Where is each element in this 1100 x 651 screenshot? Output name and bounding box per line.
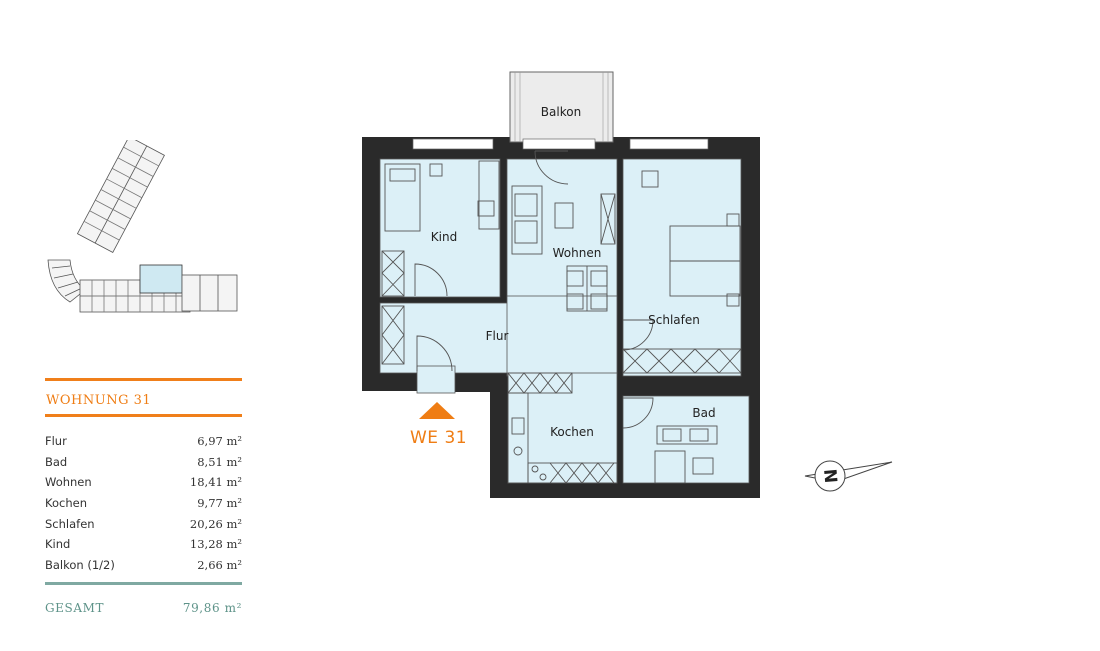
room-row: Kochen 9,77 m² [45,493,242,514]
room-name: Bad [45,454,68,469]
legend-top-rule [45,378,242,381]
room-flur-extension [506,295,618,377]
label-wohnen: Wohnen [553,246,602,260]
room-area: 2,66 m² [197,558,242,573]
building-site-plan [47,140,238,313]
room-row: Balkon (1/2) 2,66 m² [45,555,242,576]
room-name: Balkon (1/2) [45,558,115,573]
room-bad [622,395,750,484]
room-name: Schlafen [45,516,95,531]
room-row: Wohnen 18,41 m² [45,472,242,493]
entry-label: WE 31 [410,428,468,448]
room-schlafen [622,158,742,377]
total-label: GESAMT [45,600,105,615]
room-name: Kochen [45,496,87,511]
windows [412,138,709,150]
room-area: 6,97 m² [197,434,242,448]
label-kind: Kind [431,230,457,244]
room-fills [379,158,750,484]
room-area: 9,77 m² [197,496,242,511]
room-row: Bad 8,51 m² [45,452,242,473]
balcony [509,71,614,143]
room-row: Flur 6,97 m² [45,431,242,452]
total-row: GESAMT 79,86 m² [45,585,242,615]
label-kochen: Kochen [550,425,594,439]
label-flur: Flur [486,329,509,343]
apartment-title: WOHNUNG 31 [46,393,152,408]
room-row: Kind 13,28 m² [45,534,242,555]
label-bad: Bad [692,406,715,420]
room-area-list: Flur 6,97 m² Bad 8,51 m² Wohnen 18,41 m² Ko… [45,417,242,582]
room-area: 8,51 m² [197,454,242,469]
north-compass-icon: N [804,460,893,492]
room-name: Wohnen [45,475,92,490]
label-schlafen: Schlafen [648,313,700,327]
room-area: 13,28 m² [189,537,242,552]
room-name: Kind [45,537,71,552]
room-area: 18,41 m² [189,475,242,490]
furniture [381,150,742,484]
entry-door-area [416,365,456,394]
room-wohnen [506,158,618,315]
floor-plan: Balkon Kind Wohnen Flur Schlafen Kochen … [362,71,760,498]
room-row: Schlafen 20,26 m² [45,514,242,535]
legend-title-rule [45,414,242,417]
legend-total-rule [45,581,242,585]
compass-letter: N [821,468,842,484]
room-area: 20,26 m² [189,516,242,531]
label-balkon: Balkon [541,105,581,119]
total-area: 79,86 m² [182,600,242,615]
room-name: Flur [45,434,67,448]
entry-arrow-icon [419,402,455,419]
area-legend: WOHNUNG 31 Flur 6,97 m² Bad 8,51 m² Wohnen… [45,378,242,615]
room-kind [379,158,501,298]
